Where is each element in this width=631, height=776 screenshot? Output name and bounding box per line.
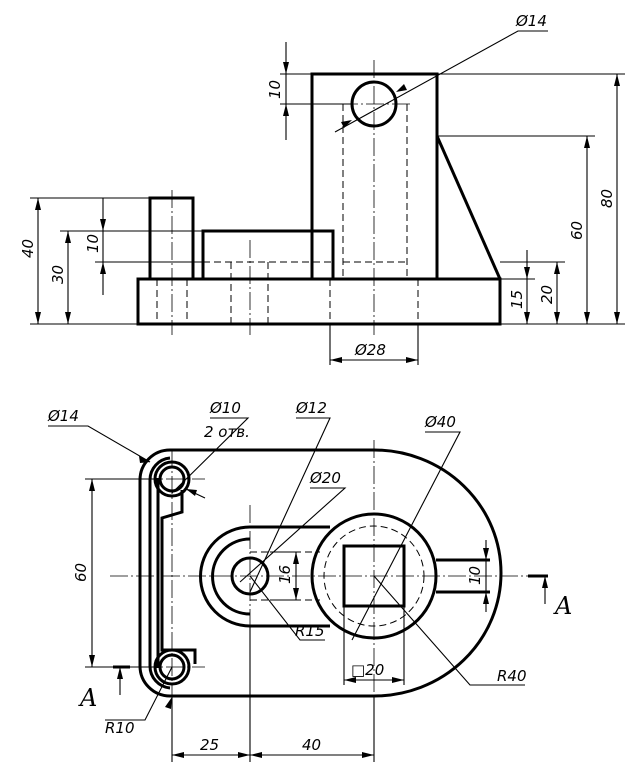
dim-boss-step: 10 (84, 234, 102, 253)
right-tab (436, 558, 490, 594)
dim-height-rib: 60 (568, 221, 586, 240)
outer-contour (138, 448, 503, 698)
inner-slot (156, 478, 197, 668)
dim-slot-hole-dia: Ø12 (295, 399, 327, 417)
dim-hole-dia-top: Ø14 (515, 12, 547, 30)
tall-body (310, 72, 439, 281)
dim-height-total: 80 (598, 189, 616, 208)
front-view: Ø14 10 80 60 40 30 10 20 15 Ø28 (19, 12, 625, 365)
section-label-right: A (553, 592, 572, 620)
arm-slot-inner (211, 537, 251, 616)
dim-square: □20 (351, 661, 384, 679)
left-boss (148, 196, 195, 281)
inner-groove (148, 456, 171, 690)
dim-height-left: 40 (19, 239, 37, 258)
dim-base-thickness: 15 (508, 290, 526, 309)
base-plate (136, 277, 502, 326)
dim-dist-25: 25 (200, 736, 219, 754)
dim-boss-dia-large: Ø40 (424, 413, 456, 431)
dim-corner-radius: R10 (105, 719, 135, 737)
section-label-left: A (78, 684, 97, 712)
dim-slot-width: 16 (276, 565, 294, 584)
dim-height-mid: 30 (49, 265, 67, 284)
dim-tab-width: 10 (466, 566, 484, 585)
dim-corner-dia: Ø14 (47, 407, 79, 425)
dim-boss-dia-small: Ø20 (309, 469, 341, 487)
arm-slot (199, 525, 330, 628)
dim-bore-dia: Ø28 (354, 341, 386, 359)
dim-outer-radius: R40 (497, 667, 527, 685)
dim-hole-spacing: 60 (72, 563, 90, 582)
rib (435, 135, 502, 280)
dim-hole-offset: 10 (266, 80, 284, 99)
dim-slot-radius: R15 (295, 622, 325, 640)
top-view: A A (47, 399, 572, 762)
dim-hole-dia: Ø10 (209, 399, 241, 417)
dim-base-20: 20 (538, 285, 556, 304)
dim-hole-count: 2 отв. (204, 423, 250, 441)
dim-dist-40: 40 (302, 736, 321, 754)
